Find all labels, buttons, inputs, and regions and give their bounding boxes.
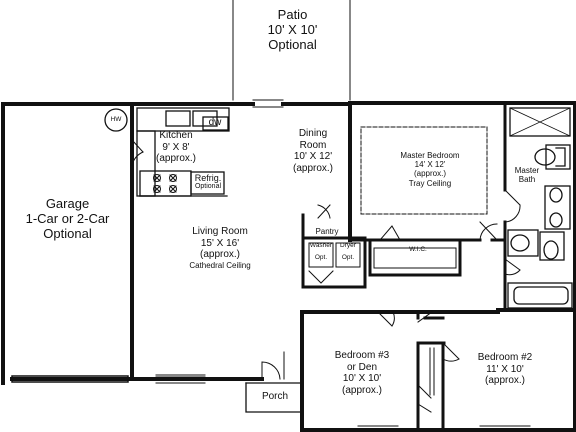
kitchen-label: Kitchen 9' X 8' (approx.) <box>145 130 207 165</box>
closet-door <box>379 225 401 241</box>
master-bath-name: Master <box>514 166 540 175</box>
dishwasher-label: dw <box>208 117 222 128</box>
garage-wall <box>11 102 134 383</box>
garage-line2: 1-Car or 2-Car <box>25 210 110 226</box>
porch-outline <box>245 382 301 413</box>
water-heater <box>104 108 128 132</box>
bedroom-doors <box>377 311 460 413</box>
bedroom2-size: 11' X 10' <box>486 363 524 375</box>
washer-label: Washer <box>309 242 333 249</box>
bedroom-walls <box>300 310 446 432</box>
living-room-window <box>155 374 206 384</box>
master-extra: Tray Ceiling <box>408 178 452 188</box>
bedroom2-note: (approx.) <box>484 375 525 386</box>
dining-name: Dining <box>298 128 328 139</box>
living-note: (approx.) <box>199 249 240 260</box>
pantry-label: Pantry <box>315 227 339 236</box>
walk-in-closet-shelf <box>373 247 457 269</box>
patio-door <box>252 99 284 108</box>
bedroom2-name: Bedroom #2 <box>477 352 533 363</box>
bedroom3-name2: or Den <box>346 361 377 373</box>
living-size: 15' X 16' <box>200 237 240 249</box>
living-extra: Cathedral Ceiling <box>189 260 251 270</box>
porch-label: Porch <box>255 391 295 403</box>
master-name: Master Bedroom <box>400 151 460 160</box>
living-room-label: Living Room 15' X 16' (approx.) Cathedra… <box>175 226 265 270</box>
porch-name: Porch <box>261 391 289 402</box>
patio-size: 10' X 10' <box>267 21 318 37</box>
bedroom3-label: Bedroom #3 or Den 10' X 10' (approx.) <box>322 350 402 396</box>
patio-label: Patio 10' X 10' Optional <box>245 7 340 53</box>
dining-size: 10' X 12' <box>293 151 333 162</box>
pantry-laundry-walls <box>301 213 367 289</box>
garage-door-swing <box>131 139 144 166</box>
bedroom3-size: 10' X 10' <box>342 373 382 384</box>
master-bath-fixtures <box>507 107 573 309</box>
exterior-walls <box>1 101 576 432</box>
patio-outline <box>232 0 351 101</box>
pantry-door <box>317 204 331 219</box>
walk-in-closet-label: W.I.C. <box>409 246 427 253</box>
master-bath-door <box>504 189 521 276</box>
laundry-door <box>308 270 334 284</box>
kitchen-size: 9' X 8' <box>162 141 190 153</box>
front-door <box>261 351 285 380</box>
kitchen-note: (approx.) <box>155 153 196 164</box>
bedroom3-note: (approx.) <box>341 384 382 396</box>
garage-label: Garage 1-Car or 2-Car Optional <box>10 196 125 242</box>
stove-burners <box>153 174 177 193</box>
dining-room-label: Dining Room 10' X 12' (approx.) <box>278 128 348 174</box>
water-heater-label: HW <box>110 116 122 123</box>
master-size: 14' X 12' <box>414 160 446 170</box>
tray-ceiling-outline <box>360 126 488 215</box>
bedroom3-name: Bedroom #3 <box>334 350 390 361</box>
patio-note: Optional <box>268 36 317 52</box>
dryer-opt-label: Opt. <box>341 254 355 261</box>
dryer-label: Dryer <box>340 242 356 249</box>
living-name: Living Room <box>192 226 248 237</box>
refrigerator-label: Refrig. Optional <box>194 173 222 191</box>
master-bedroom-walls <box>348 101 507 310</box>
bedroom2-label: Bedroom #2 11' X 10' (approx.) <box>465 352 545 387</box>
master-note: (approx.) <box>413 169 446 179</box>
master-bath-label: Master Bath <box>509 166 545 184</box>
dining-note: (approx.) <box>292 162 333 174</box>
dining-name2: Room <box>299 139 327 151</box>
kitchen-name: Kitchen <box>159 130 193 141</box>
washer-opt-label: Opt. <box>314 254 328 261</box>
garage-name: Garage <box>45 196 90 211</box>
washer-dryer <box>308 242 361 268</box>
garage-note: Optional <box>43 225 92 241</box>
master-door <box>479 221 498 241</box>
kitchen-cabinets <box>136 107 230 197</box>
master-bedroom-label: Master Bedroom 14' X 12' (approx.) Tray … <box>385 151 475 188</box>
master-bath-name2: Bath <box>518 175 536 185</box>
patio-name: Patio <box>277 7 308 22</box>
closet-sliders <box>429 347 435 396</box>
